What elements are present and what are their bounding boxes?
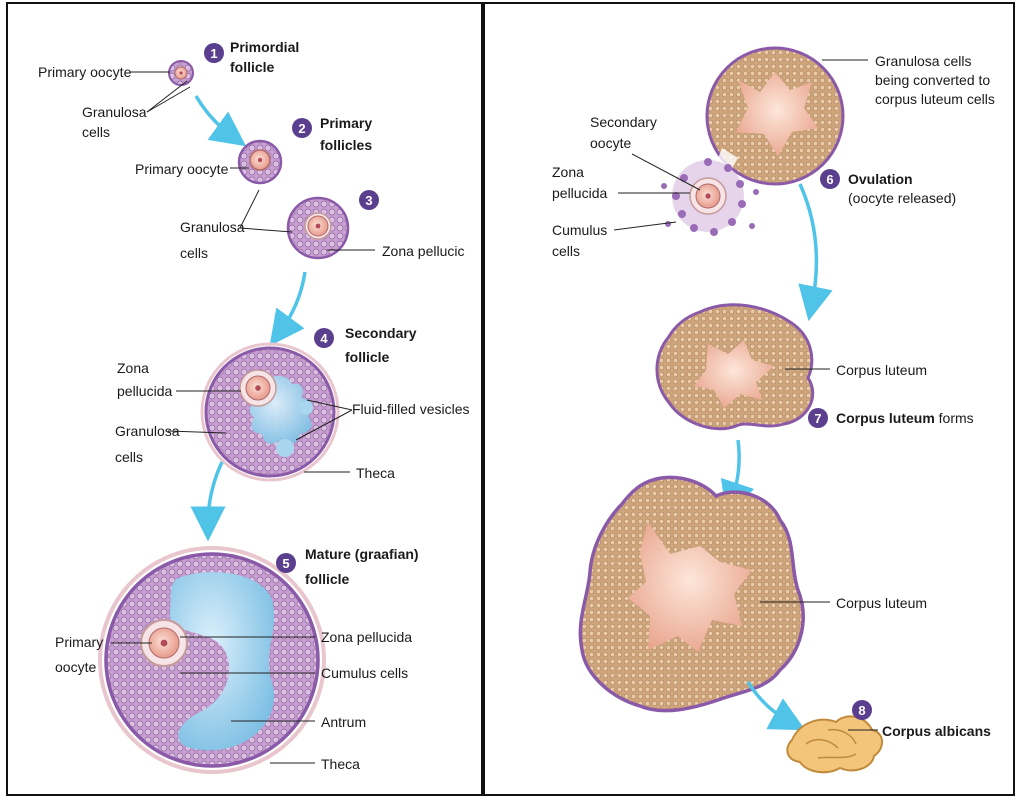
corpus-luteum-forming <box>657 305 813 429</box>
stage-1-number: 1 <box>210 46 217 61</box>
mature-graafian-follicle <box>100 548 324 772</box>
stage-6-badge: 6 <box>820 169 840 189</box>
stage-2-title-line2: follicles <box>320 137 372 153</box>
zona-label-4: Zona <box>117 360 149 376</box>
cumulus-cells-label-5: Cumulus cells <box>321 665 408 681</box>
stage-5-badge: 5 <box>276 553 296 573</box>
granulosa-label-1: Granulosa <box>82 104 147 120</box>
stage-2-title-line1: Primary <box>320 115 372 131</box>
primary-oocyte-label-2: Primary oocyte <box>135 161 229 177</box>
stage-7-badge: 7 <box>808 408 828 428</box>
arrow-stage6-to-7 <box>800 184 816 304</box>
cumulus-label-6: Cumulus <box>552 222 607 238</box>
granulosa-label-2: Granulosa <box>180 219 245 235</box>
stage-7-title-rest: forms <box>935 410 974 426</box>
granulosa-leader-2b <box>240 228 292 232</box>
primary-label-5: Primary <box>55 634 103 650</box>
stage-5-title-line2: follicle <box>305 571 350 587</box>
granulosa-leader-1b <box>147 87 190 112</box>
primary-oocyte-label-1: Primary oocyte <box>38 64 132 80</box>
stage-5-number: 5 <box>282 556 289 571</box>
zona-pellucida-label-3: Zona pellucic <box>382 243 465 259</box>
oocyte-label-6: oocyte <box>590 135 631 151</box>
arrow-stage4-to-5 <box>208 462 222 524</box>
stage-6-title: Ovulation <box>848 171 913 187</box>
granulosa-cells-label-1: cells <box>82 124 110 140</box>
corpus-albicans <box>787 716 882 772</box>
arrow-stage1-to-2 <box>196 96 232 136</box>
corpus-luteum-mature <box>580 477 803 710</box>
stage-4-title-line2: follicle <box>345 349 390 365</box>
zona-pellucida-label-5: Zona pellucida <box>321 629 412 645</box>
granulosa-converted-line3: corpus luteum cells <box>875 91 995 107</box>
secondary-follicle <box>202 344 338 480</box>
granulosa-converted-line2: being converted to <box>875 72 990 88</box>
stage-3-badge: 3 <box>359 190 379 210</box>
stage-7-number: 7 <box>814 411 821 426</box>
stage-4-number: 4 <box>320 331 328 346</box>
stage-6-number: 6 <box>826 172 833 187</box>
primordial-follicle <box>169 61 193 85</box>
corpus-luteum-label-8: Corpus luteum <box>836 595 927 611</box>
stage-6-subtitle: (oocyte released) <box>848 190 956 206</box>
fluid-vesicles-label: Fluid-filled vesicles <box>352 401 469 417</box>
secondary-label: Secondary <box>590 114 657 130</box>
stage-7-title: Corpus luteum <box>836 410 935 426</box>
stage-1-badge: 1 <box>204 43 224 63</box>
theca-label-5: Theca <box>321 756 360 772</box>
primary-follicle-small <box>239 141 281 183</box>
granulosa-leader-1a <box>147 81 187 112</box>
zona-label-6: Zona <box>552 164 584 180</box>
stage-2-badge: 2 <box>292 118 312 138</box>
stage-7-caption: Corpus luteum forms <box>836 410 974 426</box>
stage-3-number: 3 <box>365 193 372 208</box>
primary-follicle-large <box>288 198 348 258</box>
granulosa-cells-label-4: cells <box>115 449 143 465</box>
granulosa-converted-line1: Granulosa cells <box>875 53 972 69</box>
corpus-luteum-label-7: Corpus luteum <box>836 362 927 378</box>
granulosa-cells-label-2: cells <box>180 245 208 261</box>
stage-4-title-line1: Secondary <box>345 325 417 341</box>
arrow-stage3-to-4 <box>280 272 305 332</box>
oocyte-label-5: oocyte <box>55 659 96 675</box>
cumulus-cells-label-6: cells <box>552 243 580 259</box>
antrum-label-5: Antrum <box>321 714 366 730</box>
stage-8-badge: 8 <box>852 700 872 720</box>
stage-8-title: Corpus albicans <box>882 723 991 739</box>
pellucida-label-4: pellucida <box>117 383 172 399</box>
stage-4-badge: 4 <box>314 328 334 348</box>
stage-8-number: 8 <box>858 703 865 718</box>
theca-label-4: Theca <box>356 465 395 481</box>
pellucida-label-6: pellucida <box>552 185 607 201</box>
ruptured-follicle <box>707 48 843 184</box>
stage-2-number: 2 <box>298 121 305 136</box>
stage-1-title-line2: follicle <box>230 59 275 75</box>
stage-5-title-line1: Mature (graafian) <box>305 546 419 562</box>
stage-1-title-line1: Primordial <box>230 39 299 55</box>
